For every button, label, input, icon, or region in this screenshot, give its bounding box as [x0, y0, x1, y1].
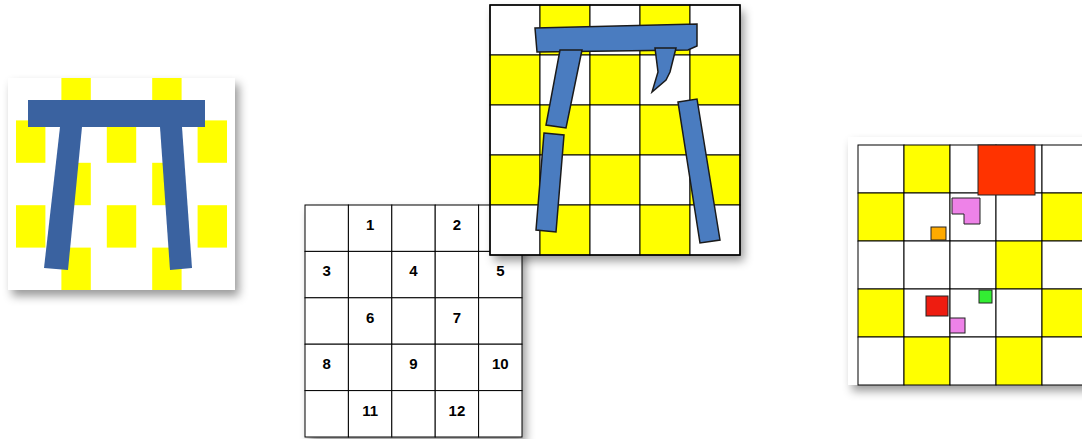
stool-picture [8, 78, 235, 290]
board-cell [348, 205, 391, 251]
stool-leg [44, 127, 82, 270]
board-cell [479, 391, 522, 437]
piece [950, 318, 965, 333]
board-cell [950, 289, 996, 337]
board-cell [858, 289, 904, 337]
board-cell [950, 241, 996, 289]
stool-leg-piece [546, 50, 582, 128]
board-cell [490, 5, 540, 55]
board-cell [1042, 193, 1082, 241]
board-cell [950, 193, 996, 241]
picture-frame [490, 5, 740, 255]
cell-number: 12 [449, 402, 466, 420]
board-cell [904, 241, 950, 289]
board-cell [198, 205, 227, 247]
board-cell [640, 155, 690, 205]
board-cell [479, 344, 522, 390]
board-cell [1042, 337, 1082, 385]
board-cell [490, 55, 540, 105]
board-cell [348, 298, 391, 344]
piece [952, 198, 980, 224]
stool-leg [160, 127, 192, 270]
picture-ground [848, 137, 1082, 385]
board-cell [305, 205, 348, 251]
board-cell [479, 298, 522, 344]
board-cell [996, 289, 1042, 337]
board-cell [305, 251, 348, 297]
board-cell [305, 298, 348, 344]
board-cell [435, 251, 478, 297]
board-cell [348, 344, 391, 390]
board-cell [16, 205, 45, 247]
board-cell [490, 105, 540, 155]
board-cell [392, 251, 435, 297]
cell-number: 4 [409, 262, 417, 280]
board-cell [1042, 241, 1082, 289]
board-cell [904, 193, 950, 241]
board-cell [435, 391, 478, 437]
board-cell [490, 205, 540, 255]
board-cell [305, 391, 348, 437]
piece [926, 296, 948, 316]
stool-leg-piece [652, 48, 676, 92]
cell-number: 3 [323, 262, 331, 280]
broken-stool-picture [490, 5, 740, 255]
board-cell [996, 241, 1042, 289]
picture-ground [8, 78, 235, 290]
board-cell [690, 55, 740, 105]
checkerboard [858, 145, 1082, 385]
board-cell [590, 55, 640, 105]
board-cell [858, 193, 904, 241]
board-cell [348, 391, 391, 437]
picture-ground [490, 5, 740, 255]
board-cell [107, 205, 136, 247]
checkerboard [490, 5, 740, 255]
board-cell [858, 145, 904, 193]
board-cell [1042, 145, 1082, 193]
cell-number: 7 [453, 309, 461, 327]
cell-number: 2 [453, 216, 461, 234]
cell-number: 5 [496, 262, 504, 280]
board-cell [640, 205, 690, 255]
board-cell [1042, 289, 1082, 337]
board-cell [392, 391, 435, 437]
cell-number: 1 [366, 216, 374, 234]
stool-seat [28, 100, 205, 127]
board-cell [392, 205, 435, 251]
board-cell [590, 205, 640, 255]
board-cell [435, 344, 478, 390]
stool-leg-piece [678, 99, 720, 243]
board-cell [392, 298, 435, 344]
cell-number: 11 [362, 402, 378, 420]
board-cell [479, 251, 522, 297]
stool-leg-piece [536, 133, 564, 232]
board-cell [490, 155, 540, 205]
piece [978, 145, 1035, 195]
cell-number: 10 [492, 355, 509, 373]
cell-number: 8 [323, 355, 331, 373]
board-cell [950, 337, 996, 385]
board-cell [904, 337, 950, 385]
board-cell [904, 289, 950, 337]
board-cell [996, 193, 1042, 241]
board-cell [305, 344, 348, 390]
pieces-picture [848, 137, 1082, 385]
board-cell [435, 298, 478, 344]
checkerboard [16, 78, 227, 290]
piece [931, 227, 946, 240]
board-cell [904, 145, 950, 193]
board-cell [858, 241, 904, 289]
board-cell [590, 155, 640, 205]
board-cell [392, 344, 435, 390]
board-cell [996, 337, 1042, 385]
cell-number: 9 [409, 355, 417, 373]
board-cell [590, 105, 640, 155]
piece [979, 290, 992, 303]
cell-number: 6 [366, 309, 374, 327]
board-cell [348, 251, 391, 297]
board-cell [435, 205, 478, 251]
board-cell [858, 337, 904, 385]
